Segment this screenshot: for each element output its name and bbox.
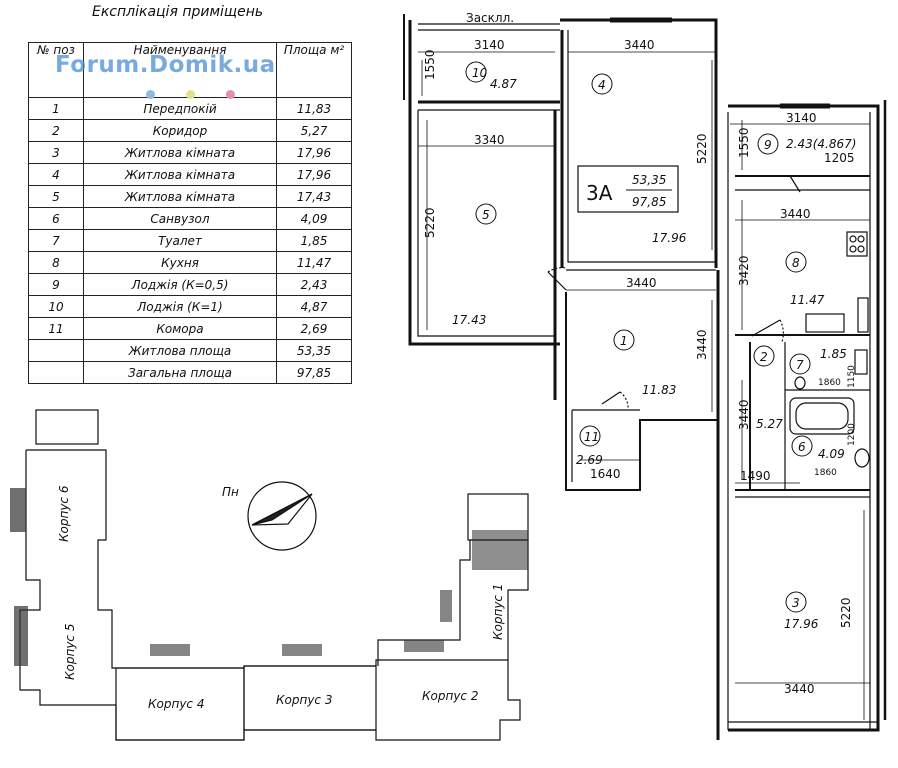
- header-num: № поз: [28, 42, 84, 98]
- watermark-dot-yellow: [186, 90, 195, 99]
- glazing-label: Засклл.: [466, 11, 514, 25]
- room-1-area: 11.83: [642, 383, 676, 397]
- room-2-area: 5.27: [756, 417, 783, 431]
- building-2-label: Корпус 2: [422, 689, 478, 703]
- dim-3440e: 3440: [737, 399, 751, 430]
- apartment-total-area: 97,85: [632, 195, 666, 209]
- header-area: Площа м²: [276, 42, 352, 98]
- building-6-label: Корпус 6: [57, 485, 71, 542]
- room-5-area: 17.43: [452, 313, 486, 327]
- room-6-area: 4.09: [818, 447, 845, 461]
- room-7-area: 1.85: [820, 347, 847, 361]
- dim-3440f: 3440: [784, 682, 815, 696]
- watermark-dot-pink: [226, 90, 235, 99]
- dim-1550b: 1550: [737, 127, 751, 158]
- watermark: Forum.Domik.ua: [55, 52, 276, 78]
- building-3-label: Корпус 3: [276, 693, 332, 707]
- table-header-row: № поз Найменування Площа м²: [28, 42, 352, 98]
- apartment-living-area: 53,35: [632, 173, 666, 187]
- dim-1150: 1150: [847, 365, 857, 388]
- building-4-label: Корпус 4: [148, 697, 204, 711]
- room-10-area: 4.87: [490, 77, 517, 91]
- cell-name: Санвузол: [83, 207, 277, 230]
- dim-3140a: 3140: [474, 38, 505, 52]
- cell-area: 17,96: [276, 163, 352, 186]
- room-4-num: 4: [598, 78, 606, 92]
- dim-1860b: 1860: [814, 468, 837, 478]
- table-title: Експлікація приміщень: [92, 4, 264, 20]
- dim-3420: 3420: [737, 255, 751, 286]
- room-6-num: 6: [798, 440, 806, 454]
- room-3-area: 17.96: [784, 617, 819, 631]
- dim-1200: 1200: [847, 423, 857, 446]
- cell-name: Лоджія (К=1): [83, 295, 277, 318]
- room-9-area: 2.43(4.867): [786, 137, 856, 151]
- dim-3440c: 3440: [695, 329, 709, 360]
- site-plan: [10, 409, 529, 741]
- room-8-num: 8: [792, 256, 800, 270]
- apartment-code: 3А: [586, 181, 613, 205]
- plan-labels: Засклл. 3140 3440 1550 3340 5220 5220 34…: [57, 11, 857, 711]
- dim-1550a: 1550: [423, 49, 437, 80]
- building-5-label: Корпус 5: [63, 624, 77, 680]
- dim-5220c: 5220: [839, 597, 853, 628]
- dim-3140b: 3140: [786, 111, 817, 125]
- dim-1490: 1490: [740, 469, 771, 483]
- dim-3440b: 3440: [626, 276, 657, 290]
- cell-area: 4,87: [276, 295, 352, 318]
- cell-area: 97,85: [276, 361, 352, 384]
- cell-area: 2,69: [276, 317, 352, 340]
- dim-5220a: 5220: [423, 207, 437, 238]
- room-1-num: 1: [620, 334, 628, 348]
- apartment-walls: [403, 14, 887, 740]
- room-9-num: 9: [764, 138, 772, 152]
- dim-1205: 1205: [824, 151, 855, 165]
- room-11-area: 2.69: [576, 453, 603, 467]
- dim-5220b: 5220: [695, 133, 709, 164]
- cell-name: Туалет: [83, 229, 277, 252]
- header-name: Найменування: [83, 42, 277, 98]
- building-1-label: Корпус 1: [491, 584, 505, 640]
- room-3-num: 3: [792, 596, 800, 610]
- room-8-area: 11.47: [790, 293, 825, 307]
- dim-1860a: 1860: [818, 378, 841, 388]
- dim-3340: 3340: [474, 133, 505, 147]
- watermark-dot-blue: [146, 90, 155, 99]
- cell-name: Передпокій: [83, 97, 277, 120]
- room-10-num: 10: [472, 66, 488, 80]
- dim-3440a: 3440: [624, 38, 655, 52]
- room-7-num: 7: [796, 358, 804, 372]
- room-5-num: 5: [482, 208, 490, 222]
- cell-name: Лоджія (К=0,5): [83, 273, 277, 296]
- north-label: Пн: [222, 485, 239, 499]
- dim-3440d: 3440: [780, 207, 811, 221]
- room-4-area: 17.96: [652, 231, 687, 245]
- room-2-num: 2: [760, 350, 768, 364]
- dim-1640: 1640: [590, 467, 621, 481]
- room-11-num: 11: [584, 430, 599, 444]
